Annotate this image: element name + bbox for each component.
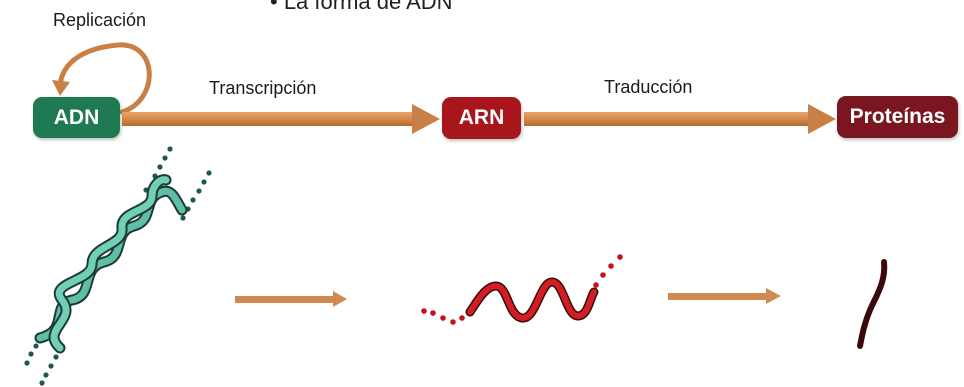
- translation-arrow: [524, 104, 836, 134]
- replication-loop-arrow: [57, 42, 152, 115]
- transcription-label: Transcripción: [209, 78, 317, 98]
- dna-helix-illustration: [24, 146, 212, 386]
- lower-arrow-1: [235, 291, 347, 307]
- translation-label: Traducción: [604, 77, 693, 97]
- lower-arrow-2: [668, 288, 781, 304]
- protein-strand-illustration: [857, 259, 888, 349]
- replication-label: Replicación: [53, 10, 147, 30]
- cropped-top-heading: • La forma de ADN: [270, 0, 453, 14]
- replication-arrowhead: [52, 80, 70, 96]
- rna-strand-illustration: [421, 254, 623, 325]
- rna-node: ARN: [442, 97, 521, 139]
- transcription-arrow: [122, 104, 440, 134]
- dna-node: ADN: [33, 97, 120, 138]
- proteins-node: Proteínas: [837, 96, 958, 138]
